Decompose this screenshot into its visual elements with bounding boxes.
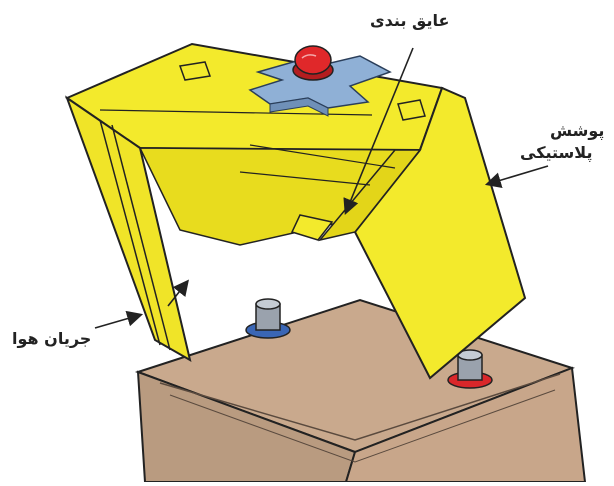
label-cover-line2: پلاستیکی [520, 142, 592, 164]
negative-terminal [246, 299, 290, 338]
battery [138, 300, 585, 482]
arrow-cover [488, 166, 548, 184]
cover-top [67, 44, 442, 150]
arrow-airflow-1 [95, 315, 140, 328]
label-insulator: عایق بندی [370, 10, 449, 32]
label-cover-line1: پوشش [550, 120, 604, 142]
label-airflow: جریان هوا [12, 328, 91, 350]
red-cap [293, 46, 333, 80]
